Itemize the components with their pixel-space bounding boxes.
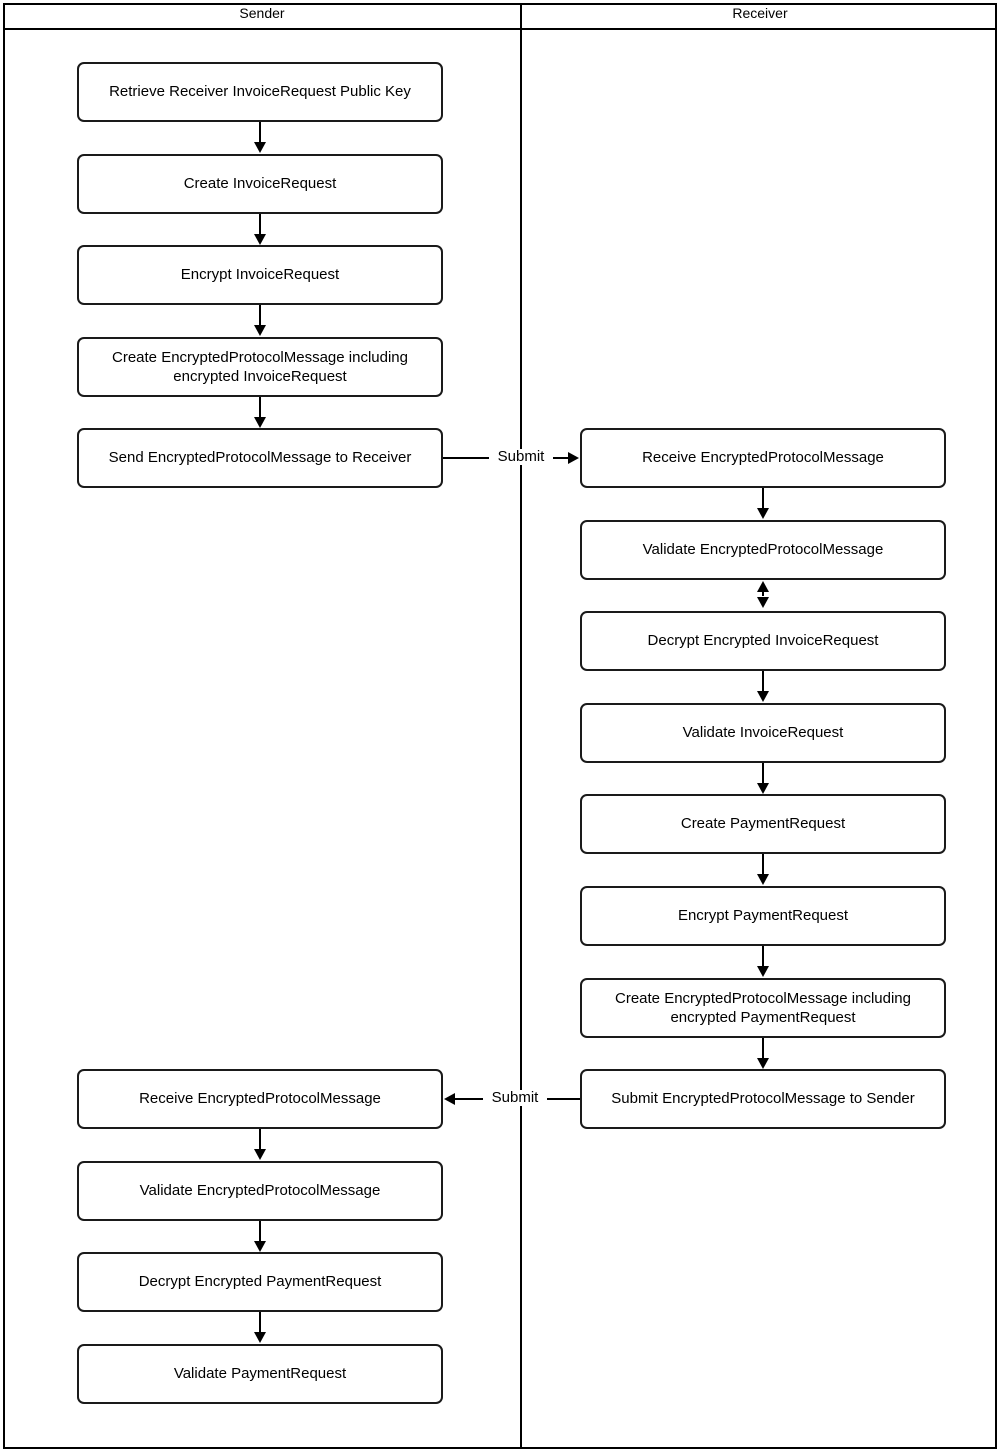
node-validate-paymentrequest[interactable]: Validate PaymentRequest [77,1344,443,1404]
edge-n4-n5-arrowhead-down-icon [254,417,266,428]
node-label: Create EncryptedProtocolMessage includin… [615,989,911,1026]
node-label: Receive EncryptedProtocolMessage [642,449,884,467]
edge-n15-n16-arrowhead-down-icon [254,1241,266,1252]
edge-n7-n8-arrowhead-down-icon [757,597,769,608]
edge-n8-n9-line [762,671,764,693]
node-label: Decrypt Encrypted PaymentRequest [138,1273,382,1291]
node-label: Retrieve Receiver InvoiceRequest Public … [109,83,411,101]
node-create-paymentrequest[interactable]: Create PaymentRequest [580,794,946,854]
node-label: Create EncryptedProtocolMessage includin… [112,348,408,385]
edge-n3-n4-arrowhead-down-icon [254,325,266,336]
edge-n15-n16-line [259,1221,261,1243]
edge-n14-n15-arrowhead-down-icon [254,1149,266,1160]
edge-n7-n8-arrowhead-up-icon [757,581,769,592]
node-label: Create PaymentRequest [680,815,846,833]
node-label: Receive EncryptedProtocolMessage [139,1090,381,1108]
node-create-encryptedprotocolmessage-invoicerequest[interactable]: Create EncryptedProtocolMessage includin… [77,337,443,397]
diagram-frame [3,3,997,1449]
node-decrypt-encrypted-paymentrequest[interactable]: Decrypt Encrypted PaymentRequest [77,1252,443,1312]
node-label: Create InvoiceRequest [183,175,337,193]
edge-n9-n10-arrowhead-down-icon [757,783,769,794]
edge-n13-n14-arrowhead-left-icon [444,1093,455,1105]
node-submit-encryptedprotocolmessage-to-sender[interactable]: Submit EncryptedProtocolMessage to Sende… [580,1069,946,1129]
edge-n10-n11-line [762,854,764,876]
node-label: Encrypt PaymentRequest [677,907,849,925]
edge-n11-n12-arrowhead-down-icon [757,966,769,977]
edge-n10-n11-arrowhead-down-icon [757,874,769,885]
edge-n12-n13-line [762,1038,764,1060]
node-validate-encryptedprotocolmessage-sender[interactable]: Validate EncryptedProtocolMessage [77,1161,443,1221]
node-decrypt-encrypted-invoicerequest[interactable]: Decrypt Encrypted InvoiceRequest [580,611,946,671]
node-create-encryptedprotocolmessage-paymentrequest[interactable]: Create EncryptedProtocolMessage includin… [580,978,946,1038]
edge-n8-n9-arrowhead-down-icon [757,691,769,702]
edge-n1-n2-arrowhead-down-icon [254,142,266,153]
edge-label-submit-bottom: Submit [483,1090,547,1106]
node-label: Send EncryptedProtocolMessage to Receive… [108,449,412,467]
edge-n2-n3-arrowhead-down-icon [254,234,266,245]
node-label: Validate PaymentRequest [173,1365,347,1383]
lane-title-receiver: Receiver [732,5,788,21]
lane-divider [520,3,522,1449]
edge-n2-n3-line [259,214,261,236]
lane-title-sender: Sender [239,5,285,21]
edge-n11-n12-line [762,946,764,968]
node-validate-invoicerequest[interactable]: Validate InvoiceRequest [580,703,946,763]
edge-n1-n2-line [259,122,261,144]
edge-n3-n4-line [259,305,261,327]
node-validate-encryptedprotocolmessage-receiver[interactable]: Validate EncryptedProtocolMessage [580,520,946,580]
edge-n9-n10-line [762,763,764,785]
edge-n16-n17-line [259,1312,261,1334]
node-encrypt-invoicerequest[interactable]: Encrypt InvoiceRequest [77,245,443,305]
edge-n7-n8-line [762,588,764,596]
node-receive-encryptedprotocolmessage-receiver[interactable]: Receive EncryptedProtocolMessage [580,428,946,488]
lane-header-band [3,3,997,30]
edge-n5-n6-arrowhead-right-icon [568,452,579,464]
node-receive-encryptedprotocolmessage-sender[interactable]: Receive EncryptedProtocolMessage [77,1069,443,1129]
edge-n6-n7-line [762,488,764,510]
node-create-invoicerequest[interactable]: Create InvoiceRequest [77,154,443,214]
node-encrypt-paymentrequest[interactable]: Encrypt PaymentRequest [580,886,946,946]
node-label: Validate EncryptedProtocolMessage [139,1182,381,1200]
node-label: Submit EncryptedProtocolMessage to Sende… [611,1090,915,1108]
edge-n14-n15-line [259,1129,261,1151]
edge-n6-n7-arrowhead-down-icon [757,508,769,519]
edge-n16-n17-arrowhead-down-icon [254,1332,266,1343]
edge-n4-n5-line [259,397,261,419]
edge-label-submit-top: Submit [489,449,553,465]
node-retrieve-receiver-invoicerequest-public-key[interactable]: Retrieve Receiver InvoiceRequest Public … [77,62,443,122]
node-label: Validate InvoiceRequest [682,724,844,742]
node-label: Decrypt Encrypted InvoiceRequest [647,632,879,650]
node-label: Validate EncryptedProtocolMessage [642,541,884,559]
node-send-encryptedprotocolmessage-to-receiver[interactable]: Send EncryptedProtocolMessage to Receive… [77,428,443,488]
node-label: Encrypt InvoiceRequest [180,266,340,284]
edge-n12-n13-arrowhead-down-icon [757,1058,769,1069]
